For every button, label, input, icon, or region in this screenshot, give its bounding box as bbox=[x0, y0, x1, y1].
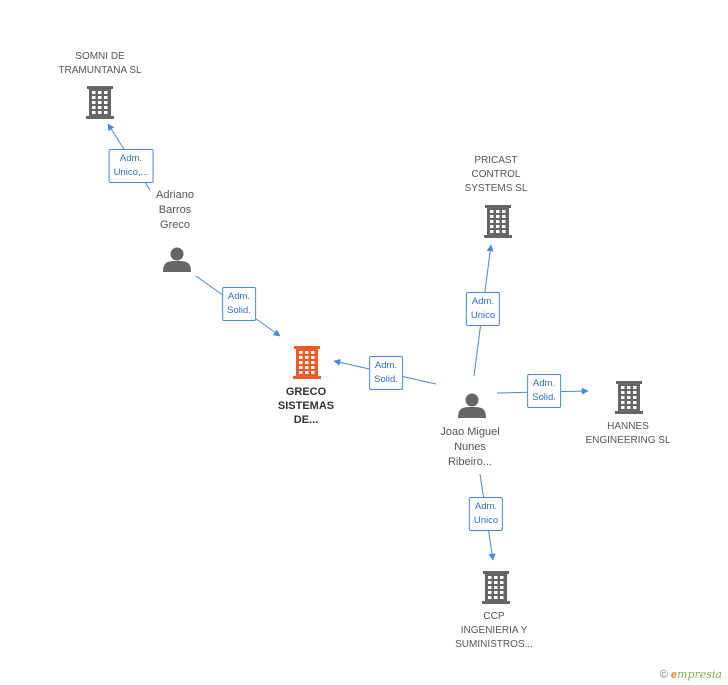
building-icon-ccp[interactable] bbox=[482, 571, 510, 604]
edge-label-line: Adm. bbox=[474, 501, 498, 512]
building-icon-hannes[interactable] bbox=[615, 381, 643, 414]
edge-label-line: Solid. bbox=[374, 374, 398, 385]
edge-label-line: Adm. bbox=[532, 378, 556, 389]
building-icon-pricast[interactable] bbox=[484, 205, 512, 238]
node-label-line: HANNES bbox=[607, 421, 649, 432]
node-label-hannes[interactable]: HANNES ENGINEERING SL bbox=[585, 420, 670, 448]
node-label-line: TRAMUNTANA SL bbox=[58, 65, 142, 76]
edge-label-line: Unico bbox=[470, 310, 496, 321]
node-label-line: Joao Miguel bbox=[440, 426, 500, 438]
node-label-somni[interactable]: SOMNI DE TRAMUNTANA SL bbox=[58, 50, 141, 78]
person-icon-adriano[interactable] bbox=[163, 247, 191, 273]
copyright-symbol: © bbox=[659, 669, 668, 681]
footer-brand: © empresia bbox=[660, 668, 722, 681]
edge-label-joao-hannes[interactable]: Adm. Solid. bbox=[527, 374, 561, 408]
edge-label-joao-greco[interactable]: Adm. Solid. bbox=[369, 356, 403, 390]
node-label-line: Adriano bbox=[156, 189, 194, 201]
edge-label-line: Unico bbox=[473, 515, 499, 526]
node-label-line: Greco bbox=[160, 219, 190, 231]
node-label-line: SOMNI DE bbox=[75, 51, 125, 62]
person-icon-joao[interactable] bbox=[458, 393, 486, 419]
node-label-line: GRECO bbox=[285, 386, 327, 398]
edge-label-joao-pricast[interactable]: Adm. Unico bbox=[465, 292, 501, 326]
node-label-line: Barros bbox=[158, 204, 192, 216]
building-icon-somni[interactable] bbox=[86, 86, 114, 119]
edge-label-line: Solid. bbox=[227, 305, 251, 316]
node-label-line: ENGINEERING SL bbox=[585, 435, 671, 446]
edge-label-line: Adm. bbox=[374, 360, 398, 371]
node-label-line: SUMINISTROS... bbox=[455, 639, 533, 650]
node-label-line: SISTEMAS bbox=[277, 400, 335, 412]
node-label-line: Ribeiro... bbox=[447, 456, 493, 468]
node-label-line: Nunes bbox=[454, 441, 486, 453]
edge-label-line: Adm. bbox=[119, 153, 143, 164]
node-label-pricast[interactable]: PRICAST CONTROL SYSTEMS SL bbox=[465, 154, 528, 196]
edge-label-line: Solid. bbox=[532, 392, 556, 403]
edge-label-joao-ccp[interactable]: Adm. Unico bbox=[468, 497, 504, 531]
node-label-line: CONTROL bbox=[471, 169, 521, 180]
edge-label-line: Unico,... bbox=[113, 167, 149, 178]
node-label-ccp[interactable]: CCP INGENIERIA Y SUMINISTROS... bbox=[455, 610, 533, 652]
edge-label-adriano-greco[interactable]: Adm. Solid. bbox=[222, 287, 256, 321]
brand-name: mpresia bbox=[677, 668, 722, 681]
node-label-line: DE... bbox=[293, 414, 319, 426]
edge-label-line: Adm. bbox=[227, 291, 251, 302]
building-icon-greco[interactable] bbox=[293, 346, 321, 379]
edge-label-line: Adm. bbox=[471, 296, 495, 307]
node-label-line: SYSTEMS SL bbox=[464, 183, 528, 194]
brand-initial: e bbox=[670, 669, 678, 681]
node-label-line: CCP bbox=[483, 611, 505, 622]
node-label-line: PRICAST bbox=[474, 155, 518, 166]
node-label-line: INGENIERIA Y bbox=[460, 625, 528, 636]
node-label-greco[interactable]: GRECO SISTEMAS DE... bbox=[278, 385, 334, 427]
edge-label-adriano-somni[interactable]: Adm. Unico,... bbox=[108, 149, 154, 183]
